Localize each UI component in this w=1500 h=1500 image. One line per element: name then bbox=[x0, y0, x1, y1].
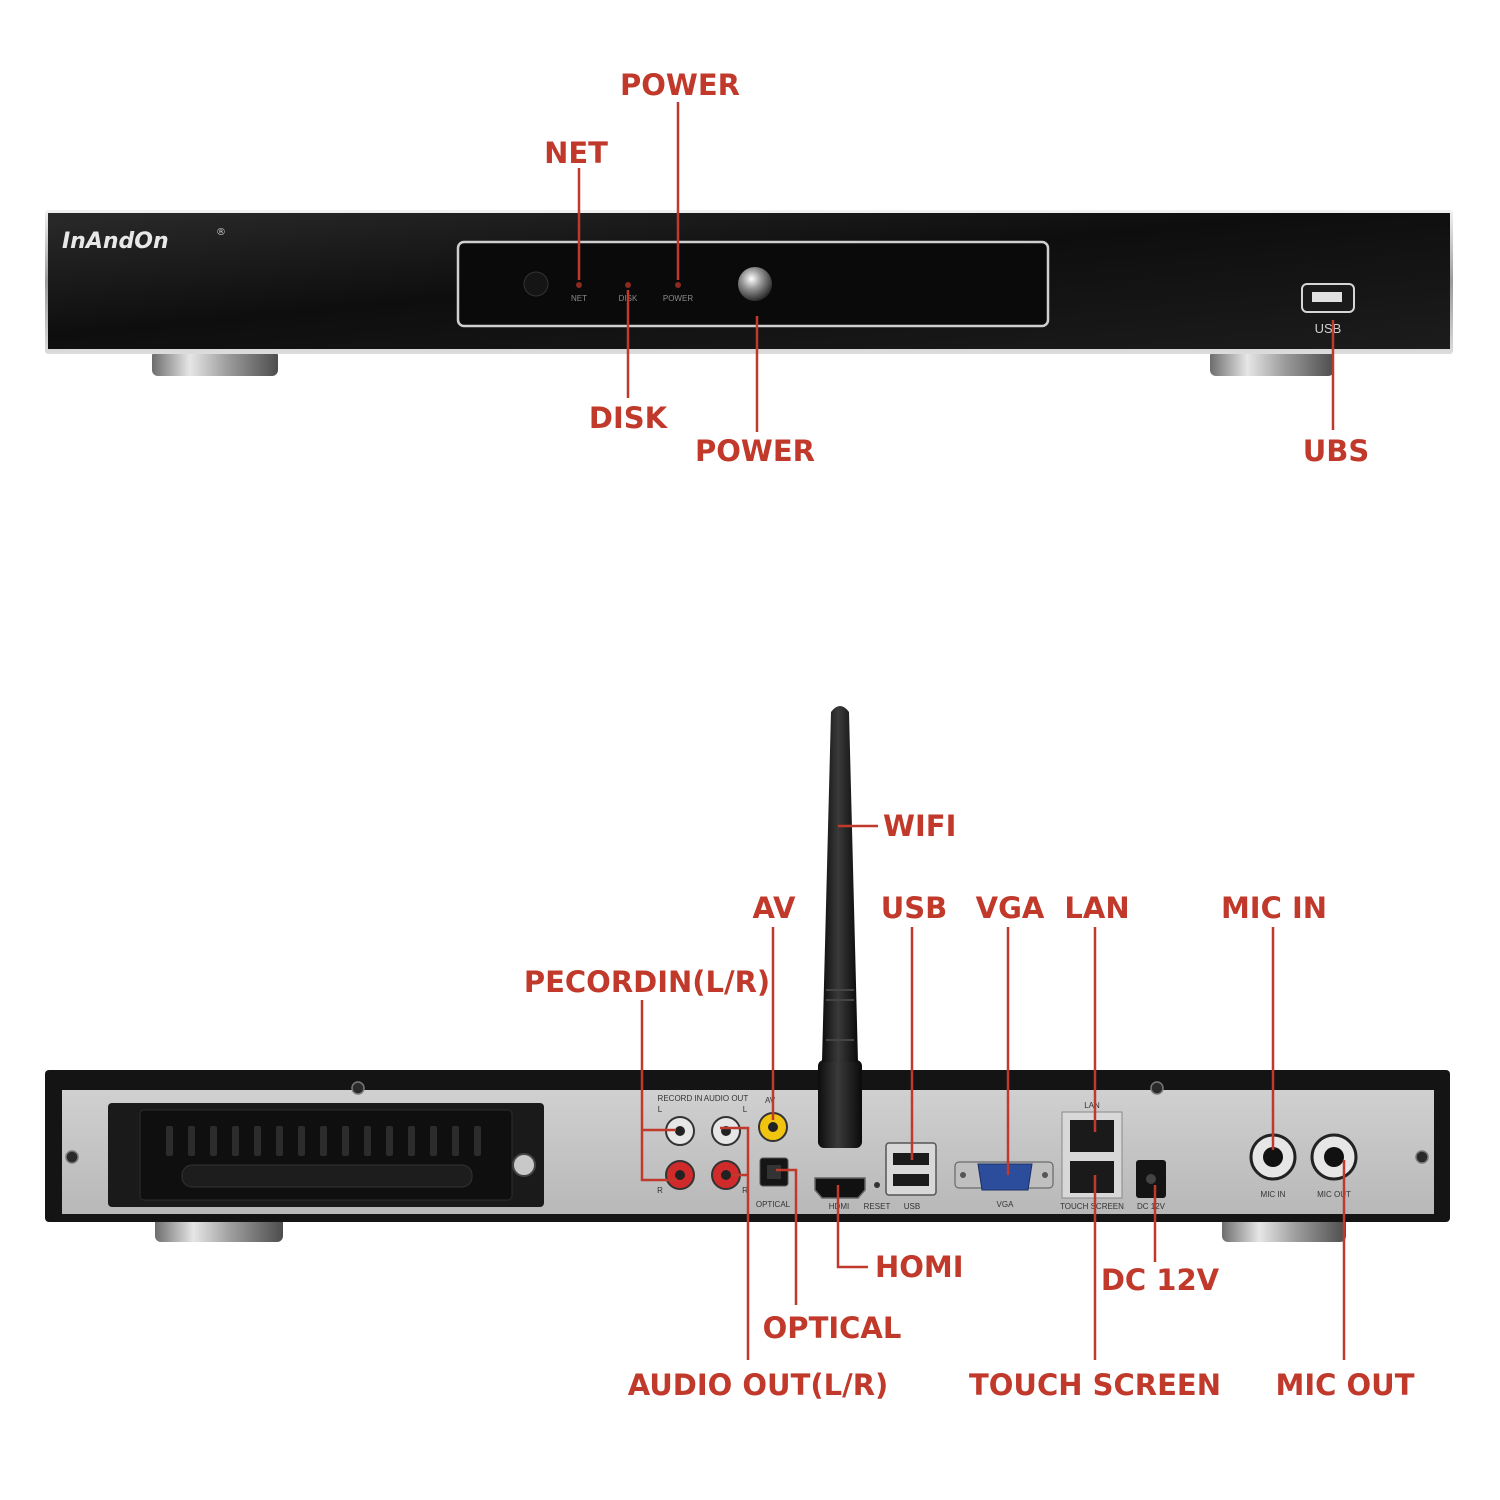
vent-slot bbox=[474, 1126, 481, 1156]
rear-screw bbox=[351, 1081, 365, 1095]
callout-power-button: POWER bbox=[695, 434, 815, 468]
callout-disk: DISK bbox=[589, 401, 669, 435]
power-led-label: POWER bbox=[663, 294, 693, 303]
rear-screw bbox=[1150, 1081, 1164, 1095]
audio-out-l-label: L bbox=[743, 1105, 748, 1114]
vent-slot bbox=[386, 1126, 393, 1156]
vent-slot bbox=[298, 1126, 305, 1156]
front-usb-slot bbox=[1312, 292, 1342, 302]
callout-net: NET bbox=[544, 136, 608, 170]
touch-screen-port[interactable] bbox=[1070, 1161, 1114, 1193]
rear-screw bbox=[1415, 1150, 1429, 1164]
callout-optical: OPTICAL bbox=[763, 1311, 902, 1345]
record-in-r-label: R bbox=[657, 1186, 663, 1195]
vent-slot bbox=[166, 1126, 173, 1156]
vga-label: VGA bbox=[997, 1200, 1015, 1209]
rear-screw bbox=[65, 1150, 79, 1164]
av-label: AV bbox=[765, 1096, 776, 1105]
vent-slot bbox=[430, 1126, 437, 1156]
callout-lan: LAN bbox=[1064, 891, 1129, 925]
callout-av: AV bbox=[753, 891, 796, 925]
reset-label: RESET bbox=[864, 1202, 891, 1211]
audio-out-l-jack[interactable] bbox=[711, 1116, 741, 1146]
vent-slots bbox=[166, 1126, 481, 1156]
registered-mark: ® bbox=[216, 227, 226, 238]
optical-label: OPTICAL bbox=[756, 1200, 791, 1209]
mic-out-label: MIC OUT bbox=[1317, 1190, 1351, 1199]
callout-power-led: POWER bbox=[620, 68, 740, 102]
touch-screen-label: TOUCH SCREEN bbox=[1060, 1202, 1124, 1211]
audio-out-label: AUDIO OUT bbox=[704, 1094, 749, 1103]
vent-bar bbox=[181, 1164, 473, 1188]
callout-record-in: PECORDIN(L/R) bbox=[524, 965, 770, 999]
vent-slot bbox=[232, 1126, 239, 1156]
front-view: InAndOn ® NET DISK POWER USB bbox=[45, 210, 1453, 376]
vent-slot bbox=[254, 1126, 261, 1156]
vent-slot bbox=[320, 1126, 327, 1156]
callout-mic-out: MIC OUT bbox=[1275, 1368, 1414, 1402]
mic-in-label: MIC IN bbox=[1261, 1190, 1286, 1199]
vent-slot bbox=[408, 1126, 415, 1156]
hdmi-port[interactable] bbox=[814, 1177, 866, 1199]
net-led-label: NET bbox=[571, 294, 587, 303]
brand-logo: InAndOn bbox=[62, 229, 169, 254]
power-button[interactable] bbox=[738, 267, 772, 301]
audio-out-r-jack[interactable] bbox=[711, 1160, 741, 1190]
callout-rear-usb: USB bbox=[881, 891, 948, 925]
audio-out-r-label: R bbox=[742, 1186, 748, 1195]
reset-hole[interactable] bbox=[874, 1182, 880, 1188]
record-in-l-jack[interactable] bbox=[665, 1116, 695, 1146]
ir-receiver bbox=[523, 271, 549, 297]
front-leader-lines bbox=[577, 102, 1335, 432]
callout-mic-in: MIC IN bbox=[1221, 891, 1327, 925]
record-in-r-jack[interactable] bbox=[665, 1160, 695, 1190]
net-led bbox=[576, 282, 582, 288]
callout-wifi: WIFI bbox=[883, 809, 956, 843]
callout-audio-out: AUDIO OUT(L/R) bbox=[628, 1368, 889, 1402]
power-led bbox=[675, 282, 681, 288]
callout-vga: VGA bbox=[976, 891, 1045, 925]
vent-slot bbox=[210, 1126, 217, 1156]
callout-dc-12v: DC 12V bbox=[1101, 1263, 1220, 1297]
record-in-label: RECORD IN bbox=[658, 1094, 703, 1103]
lan-port[interactable] bbox=[1070, 1120, 1114, 1152]
callout-touch-screen: TOUCH SCREEN bbox=[969, 1368, 1221, 1402]
ground-screw bbox=[512, 1153, 536, 1177]
rear-leader-lines bbox=[640, 824, 1346, 1360]
vent-slot bbox=[276, 1126, 283, 1156]
callout-hdmi: HOMI bbox=[875, 1250, 964, 1284]
lan-label: LAN bbox=[1084, 1101, 1100, 1110]
callout-front-usb: UBS bbox=[1303, 434, 1370, 468]
vent-slot bbox=[342, 1126, 349, 1156]
vent-slot bbox=[452, 1126, 459, 1156]
dc-12v-label: DC 12V bbox=[1137, 1202, 1166, 1211]
vent-slot bbox=[188, 1126, 195, 1156]
wifi-antenna bbox=[818, 706, 862, 1148]
front-usb-label: USB bbox=[1315, 321, 1342, 336]
record-in-l-label: L bbox=[658, 1105, 663, 1114]
vent-slot bbox=[364, 1126, 371, 1156]
disk-led bbox=[625, 282, 631, 288]
front-right-foot bbox=[1210, 350, 1334, 376]
front-left-foot bbox=[152, 350, 278, 376]
mic-out-jack[interactable] bbox=[1310, 1133, 1358, 1181]
rear-usb-label: USB bbox=[904, 1202, 920, 1211]
